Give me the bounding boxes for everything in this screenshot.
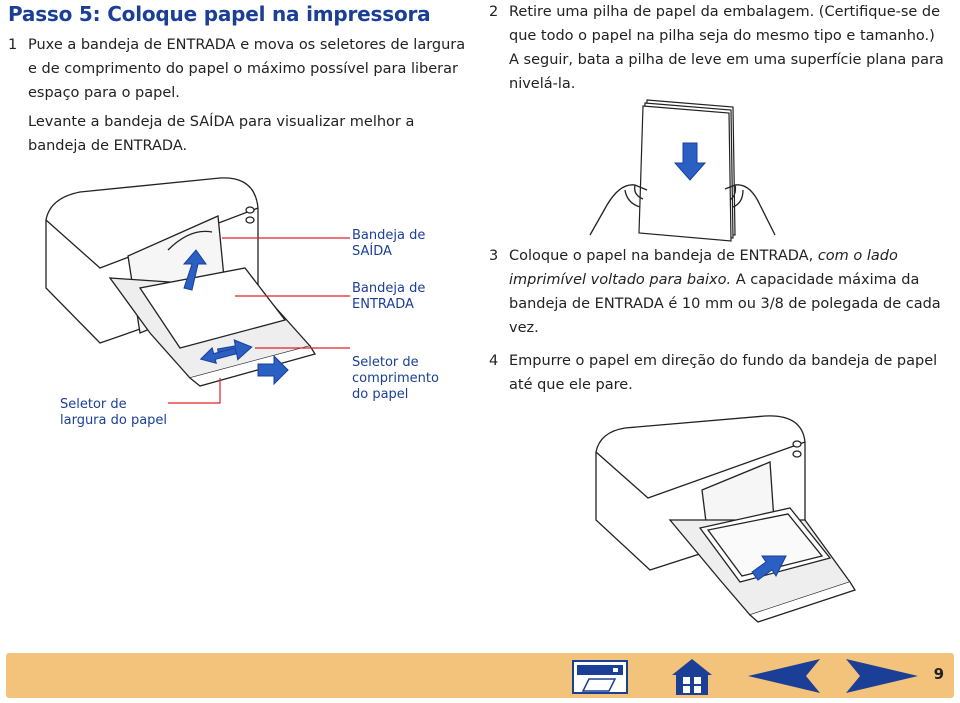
- step-2: 2 Retire uma pilha de papel da embalagem…: [489, 0, 949, 96]
- step-number: 3: [489, 248, 499, 264]
- home-icon: [672, 659, 712, 695]
- step-1-note: Levante a bandeja de SAÍDA para visualiz…: [28, 110, 428, 158]
- step-text: Empurre o papel em direção do fundo da b…: [509, 353, 938, 393]
- step-text-part: Coloque o papel na bandeja de ENTRADA,: [509, 248, 818, 264]
- home-button[interactable]: [670, 657, 714, 695]
- page-title: Passo 5: Coloque papel na impressora: [8, 2, 431, 26]
- page-number: 9: [933, 665, 944, 683]
- printer-index-button[interactable]: [569, 657, 631, 695]
- step-text: Levante a bandeja de SAÍDA para visualiz…: [28, 114, 415, 154]
- printer-trays-illustration: [45, 177, 350, 404]
- step-number: 4: [489, 353, 499, 369]
- step-4: 4 Empurre o papel em direção do fundo da…: [489, 349, 949, 397]
- callout-length-guide: Seletor de comprimento do papel: [352, 355, 439, 402]
- printer-icon: [572, 660, 628, 694]
- step-text-italic: com o lado imprimível voltado para baixo…: [509, 248, 898, 288]
- step-text: Retire uma pilha de papel da embalagem. …: [509, 4, 944, 92]
- step-number: 1: [8, 37, 18, 53]
- step-number: 2: [489, 4, 499, 20]
- arrow-left-icon: [748, 659, 820, 693]
- step-3: 3 Coloque o papel na bandeja de ENTRADA,…: [489, 244, 949, 340]
- paper-stack-illustration: [589, 99, 776, 242]
- callout-width-guide: Seletor de largura do papel: [60, 397, 168, 428]
- step-1: 1 Puxe a bandeja de ENTRADA e mova os se…: [8, 33, 468, 105]
- next-page-button[interactable]: [844, 657, 920, 695]
- printer-loaded-illustration: [595, 415, 856, 623]
- callout-output-tray: Bandeja de SAÍDA: [352, 228, 426, 259]
- arrow-right-icon: [846, 659, 918, 693]
- previous-page-button[interactable]: [746, 657, 822, 695]
- step-text-part: A capacidade máxima da bandeja de ENTRAD…: [509, 272, 941, 336]
- callout-input-tray: Bandeja de ENTRADA: [352, 281, 426, 312]
- step-text: Puxe a bandeja de ENTRADA e mova os sele…: [28, 37, 466, 101]
- step-text: Coloque o papel na bandeja de ENTRADA, c…: [489, 244, 949, 340]
- footer-nav-bar: 9: [6, 653, 954, 698]
